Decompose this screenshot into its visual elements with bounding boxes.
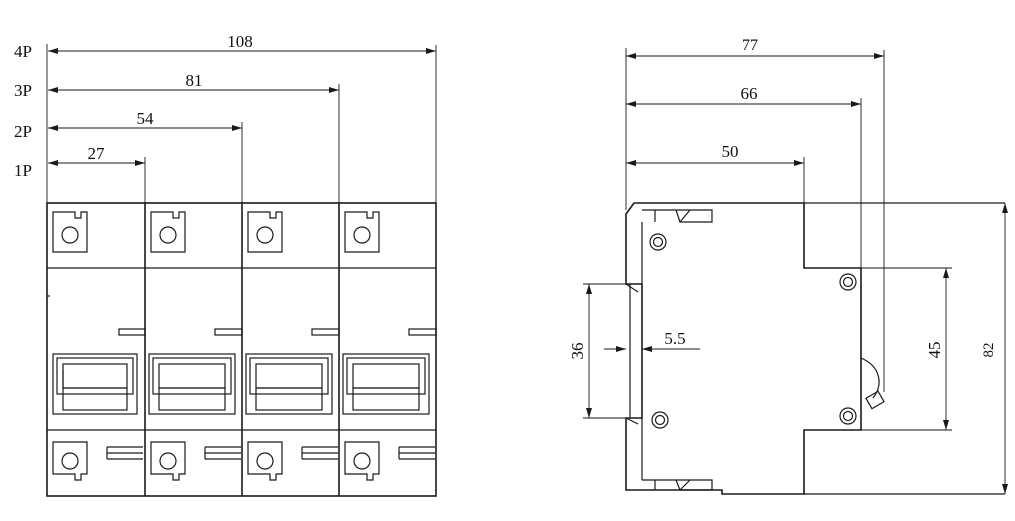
pole-label-1p: 1P	[14, 161, 32, 180]
top-terminal-screw	[52, 211, 88, 253]
pole-label-4p: 4P	[14, 42, 32, 61]
breaker-body	[46, 202, 437, 497]
front-view: 4P 3P 2P 1P 108 81 54 27	[14, 32, 437, 497]
pole-module-1	[52, 211, 146, 481]
pole-label-3p: 3P	[14, 81, 32, 100]
pole-module-3	[245, 211, 340, 481]
depth-label-50: 50	[722, 142, 739, 161]
width-label-2p: 54	[137, 109, 155, 128]
width-label-1p: 27	[88, 144, 106, 163]
width-label-4p: 108	[227, 32, 253, 51]
terminal-height-dimension	[583, 283, 626, 419]
toggle-lever	[860, 357, 880, 399]
side-view: 77 66 50	[568, 37, 1008, 495]
depth-label-77: 77	[742, 37, 758, 54]
body-height-dimension	[861, 267, 952, 431]
breaker-profile	[625, 202, 1005, 495]
depth-label-66: 66	[741, 84, 758, 103]
pole-label-2p: 2P	[14, 122, 32, 141]
overall-height-label: 82	[981, 343, 997, 358]
width-label-3p: 81	[186, 71, 203, 90]
body-height-label: 45	[925, 342, 944, 359]
offset-label: 5.5	[664, 329, 685, 348]
width-dimensions	[46, 44, 437, 203]
pole-module-2	[148, 211, 243, 481]
depth-dimensions	[625, 48, 885, 392]
bottom-terminal-screw	[52, 441, 88, 481]
pole-module-4	[342, 211, 437, 481]
terminal-height-label: 36	[568, 343, 587, 360]
